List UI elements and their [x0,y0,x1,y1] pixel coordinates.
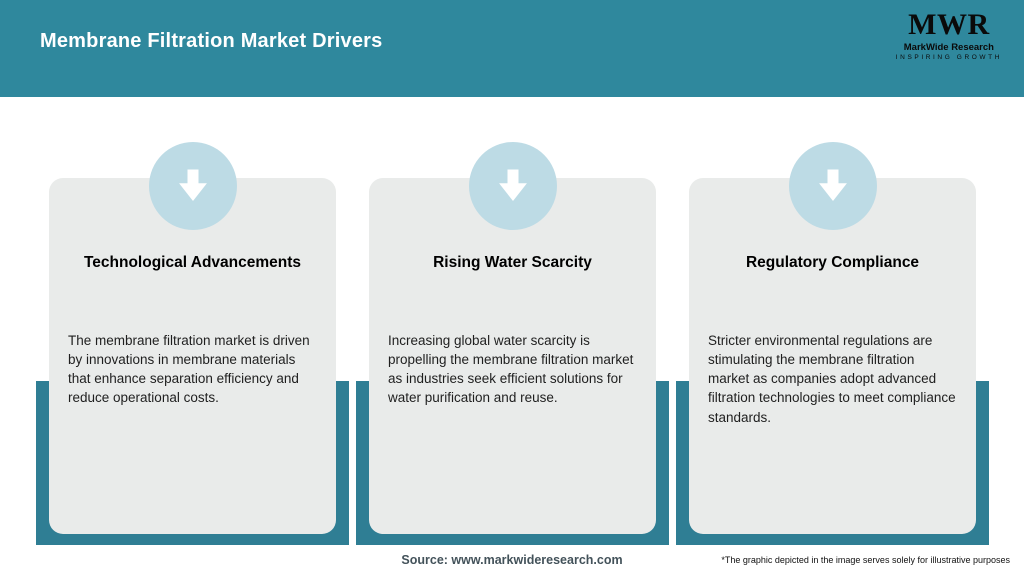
card-technological-advancements: Technological Advancements The membrane … [36,142,349,545]
logo-acronym: MWR [908,8,990,41]
logo-name: MarkWide Research [903,42,994,53]
card-title: Rising Water Scarcity [433,254,592,271]
card-regulatory-compliance: Regulatory Compliance Stricter environme… [676,142,989,545]
card-body: Increasing global water scarcity is prop… [388,333,634,406]
card-panel: Rising Water Scarcity Increasing global … [369,178,656,534]
card-body: Stricter environmental regulations are s… [708,333,956,425]
down-arrow-icon [468,142,557,230]
logo-tagline: INSPIRING GROWTH [895,54,1002,61]
card-rising-water-scarcity: Rising Water Scarcity Increasing global … [356,142,669,545]
down-arrow-icon [148,142,237,230]
card-title: Technological Advancements [83,254,302,271]
card-title: Regulatory Compliance [745,254,920,271]
header-bar: Membrane Filtration Market Drivers MWR M… [0,0,1024,97]
card-panel: Regulatory Compliance Stricter environme… [689,178,976,534]
down-arrow-icon [788,142,877,230]
card-body: The membrane filtration market is driven… [68,333,310,406]
disclaimer-text: *The graphic depicted in the image serve… [721,555,1010,565]
card-panel: Technological Advancements The membrane … [49,178,336,534]
cards-row: Technological Advancements The membrane … [0,142,1024,545]
markwide-research-logo: MWR MarkWide Research INSPIRING GROWTH [895,8,1002,62]
page-title: Membrane Filtration Market Drivers [40,30,383,52]
source-text: Source: www.markwideresearch.com [401,553,623,567]
